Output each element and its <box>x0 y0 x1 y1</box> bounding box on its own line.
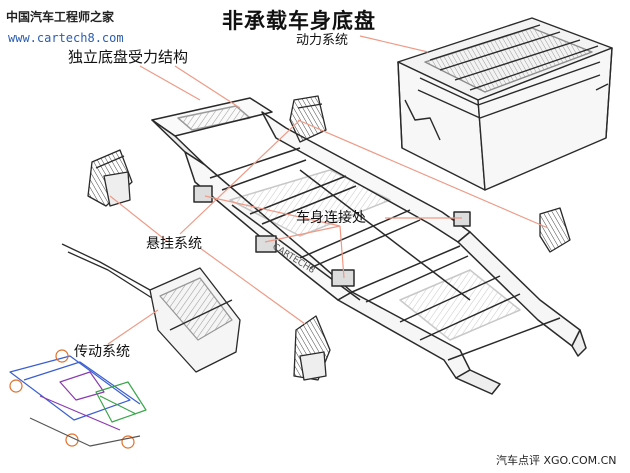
watermark-site-name: 中国汽车工程师之家 <box>6 10 115 24</box>
diagram-title: 非承载车身底盘 <box>222 9 376 33</box>
suspension-parts-sketch <box>87 95 571 381</box>
watermark-url: www.cartech8.com <box>8 31 124 45</box>
label-drivetrain: 传动系统 <box>74 344 130 360</box>
label-chassis-frame: 独立底盘受力结构 <box>68 48 189 66</box>
label-body-mounts: 车身连接处 <box>296 210 366 226</box>
drivetrain-sketch <box>61 243 241 373</box>
label-powertrain: 动力系统 <box>296 33 349 48</box>
source-credit: 汽车点评 XGO.COM.CN <box>496 454 617 467</box>
ladder-frame-sketch: CARTECH8 <box>151 97 587 395</box>
full-chassis-thumbnail <box>9 349 147 449</box>
leader-lines <box>107 35 549 345</box>
powertrain-sketch <box>397 17 613 191</box>
label-suspension: 悬挂系统 <box>146 236 202 252</box>
